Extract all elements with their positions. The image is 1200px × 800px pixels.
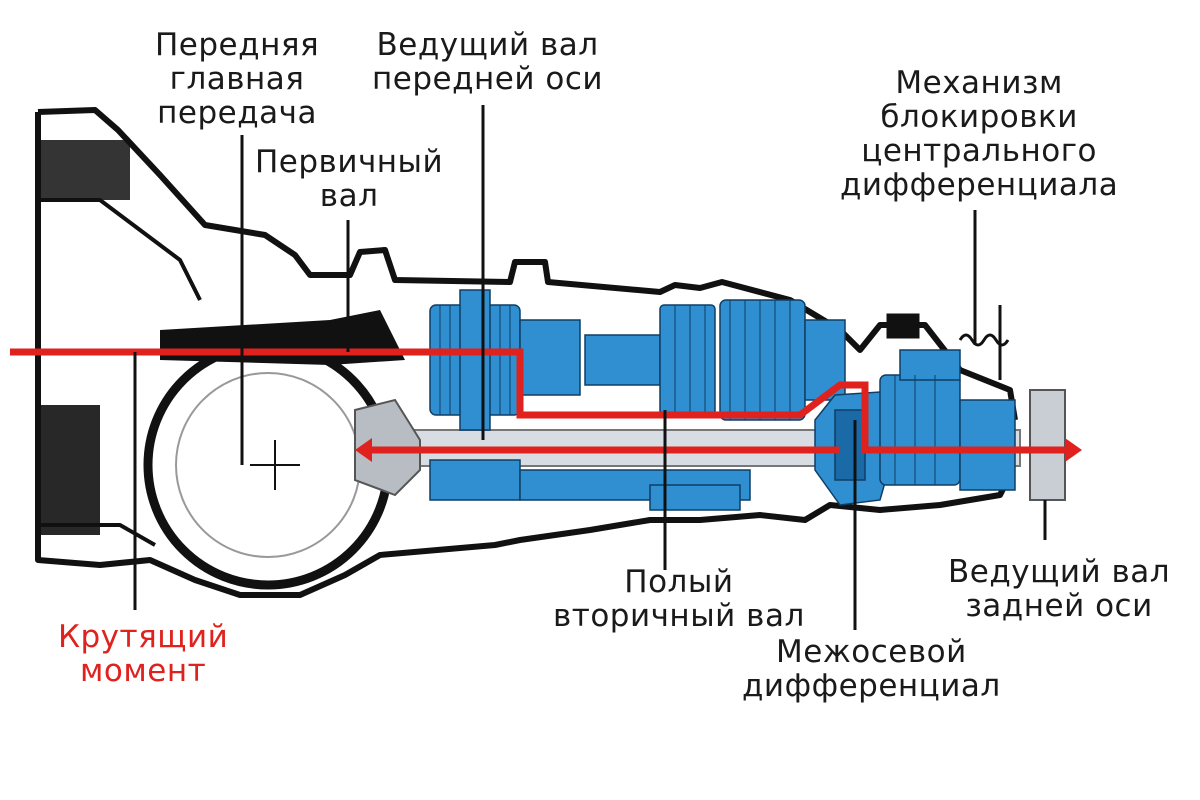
torque-arrow-front: [355, 438, 372, 462]
label-interaxle-diff: Межосевой дифференциал: [742, 634, 1001, 704]
label-hollow-output-shaft: Полый вторичный вал: [553, 564, 805, 634]
label-front-final-drive: Передняя главная передача: [155, 27, 320, 131]
gear-teeth: [439, 300, 936, 485]
label-primary-shaft: Первичный вал: [255, 144, 444, 214]
lock-mechanism: [886, 305, 1010, 380]
label-center-diff-lock: Механизм блокировки центрального диффере…: [840, 65, 1119, 203]
label-torque: Крутящий момент: [58, 619, 229, 689]
torque-flow-path: [10, 348, 1068, 454]
leader-lines: [133, 105, 1047, 630]
label-front-axle-shaft: Ведущий вал передней оси: [372, 27, 604, 97]
gear-sets: [429, 289, 1016, 511]
label-rear-axle-shaft: Ведущий вал задней оси: [948, 554, 1171, 624]
torque-arrow-rear: [1065, 438, 1082, 462]
